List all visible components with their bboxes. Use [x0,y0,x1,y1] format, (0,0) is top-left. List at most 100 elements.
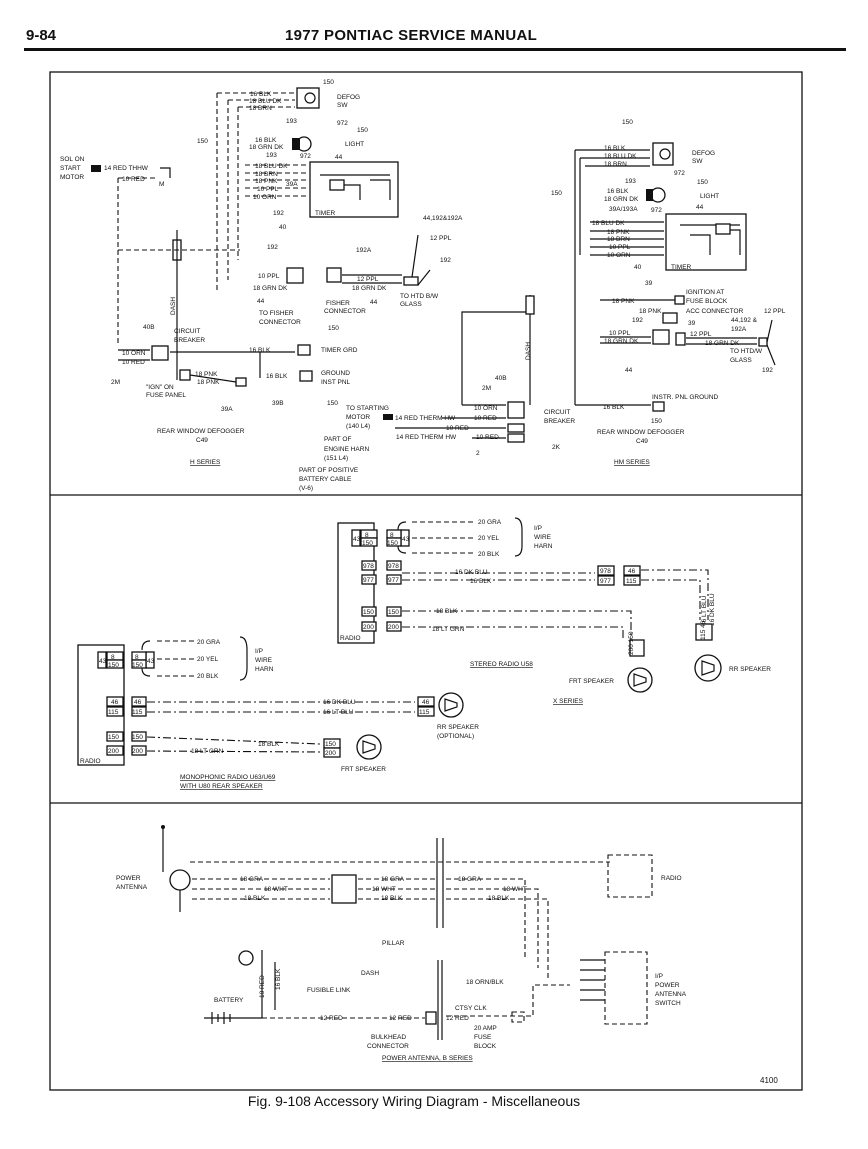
rear-speaker-icon [694,654,722,682]
harn-label: HARN [534,543,553,550]
wire-label: 18 BRN [249,105,272,112]
wire-label: WIRE [534,534,552,541]
pin-label: 150 [363,609,374,616]
manual-title: 1977 PONTIAC SERVICE MANUAL [285,27,538,44]
pin-label: 200 [108,748,119,755]
front-speaker-icon [627,667,653,693]
page-header: 9-84 1977 PONTIAC SERVICE MANUAL [0,0,868,60]
connector-label: 192 [267,244,278,251]
defogger-title: REAR WINDOW DEFOGGER [597,429,685,436]
rr-speaker-label: RR SPEAKER [729,666,771,673]
pin-label: 115 [108,709,119,716]
ammeter-icon [238,950,254,966]
wire-label: 18 BRN [604,161,627,168]
wire-label: 18 PNK [639,308,662,315]
wire-label: 10 PPL [257,186,279,193]
wire-label: 20 YEL [478,535,500,542]
wire-label: 18 BLU DK [604,153,637,160]
defog-label: DEFOG [692,150,715,157]
pin-label: 46 [111,699,119,706]
wire-label: 12 RED [320,1015,343,1022]
pin-label: 150 [387,540,398,547]
wire-label: 10 ORN [122,350,146,357]
ctsy-clk-label: CTSY CLK [455,1005,487,1012]
h-series-label: H SERIES [190,459,221,466]
pin-label: 150 [132,734,143,741]
connector-label: 44 [696,204,704,211]
connector-label: 150 [651,418,662,425]
motor-label: MOTOR [60,174,84,181]
wire-label: 12 PPL [764,308,786,315]
connector-label: 150 [551,190,562,197]
circuit-label: CIRCUIT [174,328,200,335]
timer-label: TIMER [671,264,692,271]
wire-label: 20 BLK [197,673,219,680]
pin-label: 200 [132,748,143,755]
to-htd-label: TO HTD/W [730,348,763,355]
wire-label: 10 ORN [474,405,498,412]
breaker-label: BREAKER [174,337,205,344]
timer-relay-box [665,213,747,271]
wire-label: 18 PNK [195,371,218,378]
pin-label: 977 [363,577,374,584]
figure-number: 4100 [760,1076,778,1085]
connector-label: 150 [197,138,208,145]
fuse-block-label: FUSE BLOCK [686,298,728,305]
wire-label: 16 BLK [249,347,271,354]
radio-label: RADIO [661,875,682,882]
pin-label: 200 [363,624,374,631]
pin-label: 43 [402,536,410,543]
rear-speaker-icon [438,692,464,718]
stereo-radio-title: STEREO RADIO U58 [470,661,533,668]
wire-label: 16 BLK [470,578,492,585]
wire-label: 18 WHT [264,886,288,893]
pin-label: 115 46 [700,620,707,640]
connector-label: 39 [645,280,653,287]
fuse-panel-label: FUSE PANEL [146,392,186,399]
wire-label: 16 BLK [607,188,629,195]
fuse-label: FUSE [474,1034,492,1041]
connector-label: 150 [328,325,339,332]
connector-label: 40B [495,375,507,382]
pin-label: 8 [135,654,139,661]
pin-label: 115 [626,578,637,585]
wire-label: 16 LT BLU [701,595,708,626]
wire-label: 14 RED THERM HW [396,434,457,441]
wire-label: 18 GRN DK [249,144,284,151]
connector-label: 193 [625,178,636,185]
connector-label: 39A [221,406,233,413]
antenna-switch-box [604,951,648,1025]
pin-label: 200 150 [628,631,635,655]
wire-label: 18 PNK [607,229,630,236]
pillar-label: PILLAR [382,940,405,947]
connector-label: 972 [300,153,311,160]
circuit-breaker-icon [507,401,525,419]
engine-code-label: (140 L4) [346,423,370,430]
antenna-label: ANTENNA [655,991,687,998]
wire-label: 12 PPL [357,276,379,283]
sol-on-label: SOL ON [60,156,85,163]
pin-label: 978 [363,563,374,570]
timer-grd-label: TIMER GRD [321,347,358,354]
glass-label: GLASS [400,301,422,308]
engine-code-label: (V-6) [299,485,313,492]
connector-label: 40 [634,264,642,271]
rr-speaker-label: RR SPEAKER [437,724,479,731]
connector-label: 192 [632,317,643,324]
pillar-bar [436,838,444,928]
frt-speaker-label: FRT SPEAKER [569,678,614,685]
wire-label: 16 BLK [250,91,272,98]
connector-label: 972 [337,120,348,127]
mono-radio-subtitle: WITH U80 REAR SPEAKER [180,783,263,790]
wire-label: 12 RED [446,1015,469,1022]
wire-label: 16 BLK [255,137,277,144]
starter-solenoid-icon [91,165,101,172]
pin-label: 8 [390,532,394,539]
wire-label: 18 ORN/BLK [466,979,504,986]
light-label: LIGHT [700,193,719,200]
instr-pnl-ground-label: INSTR. PNL GROUND [652,394,719,401]
pin-label: 978 [600,568,611,575]
hm-series-diagram: 150 16 BLK 18 BLU DK 18 BRN DEFOG SW 972… [551,119,786,466]
power-antenna-diagram: POWER ANTENNA 18 GRA 18 WHT 18 BLK 18 GR… [116,825,687,1062]
